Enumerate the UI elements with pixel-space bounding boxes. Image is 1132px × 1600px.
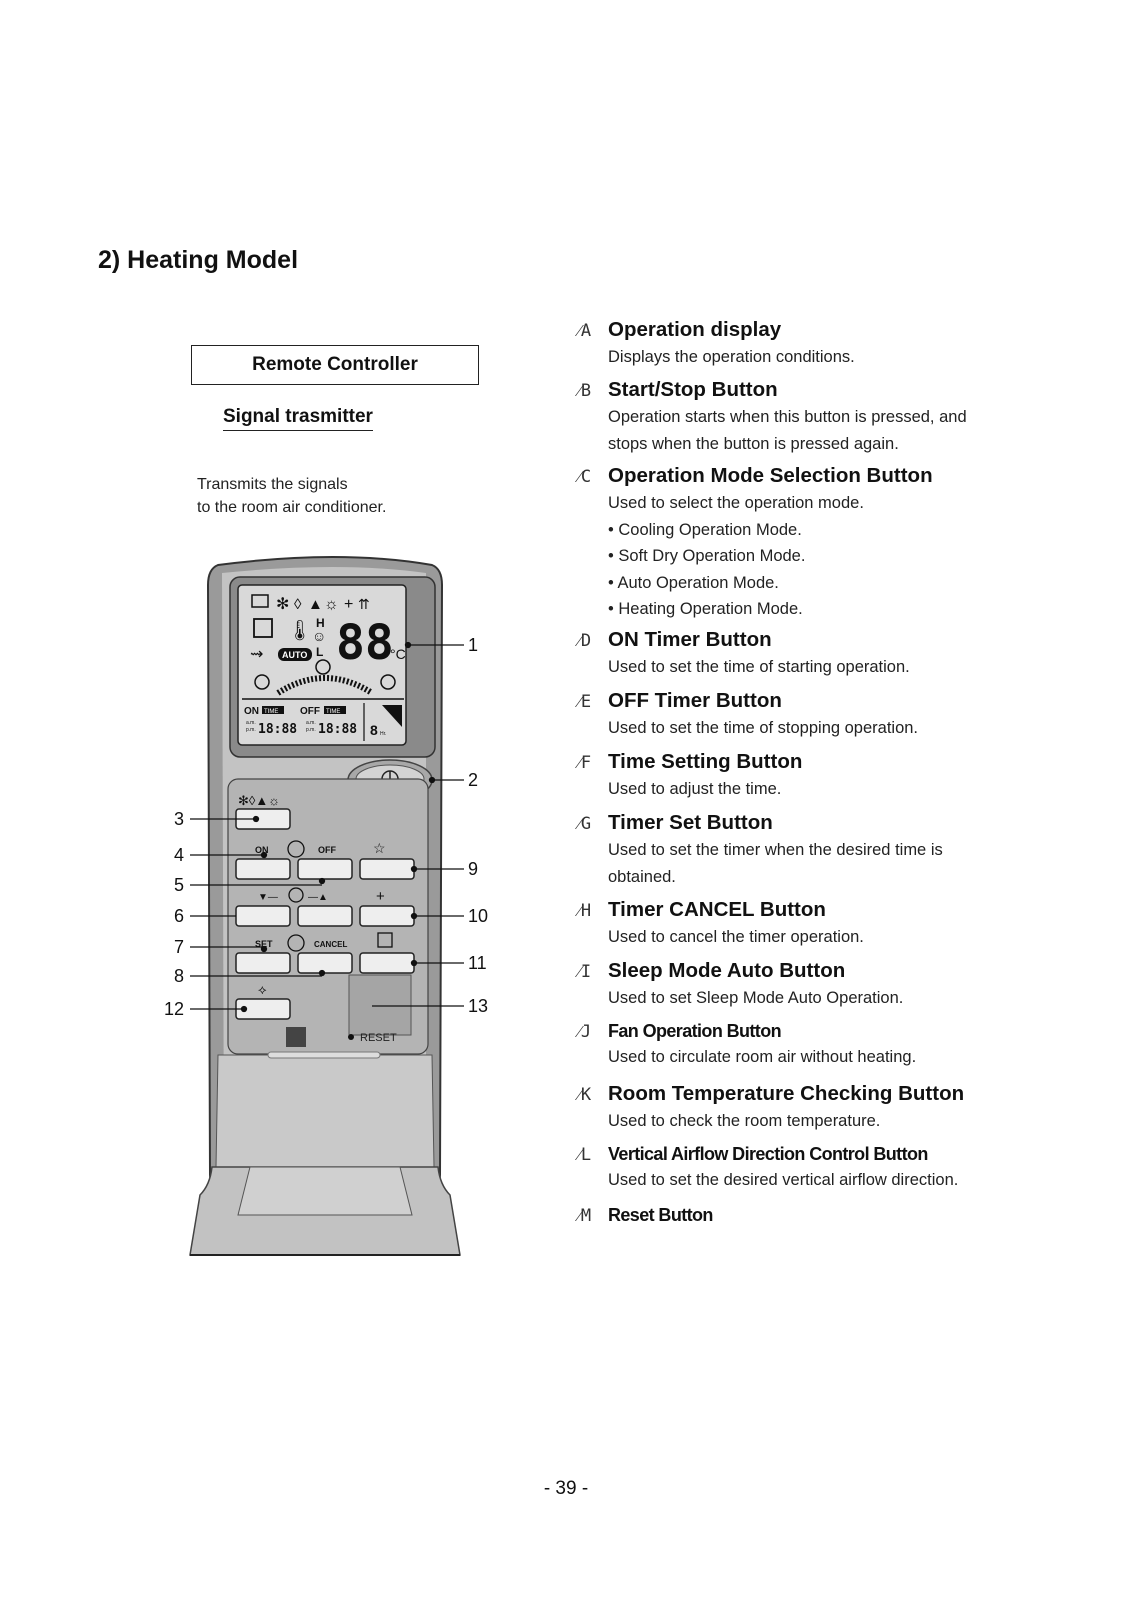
callout-9: 9 [468, 859, 478, 879]
signal-transmitter-description: Transmits the signals to the room air co… [197, 473, 457, 519]
section-title: 2) Heating Model [98, 246, 299, 274]
svg-text:▼—: ▼— [258, 892, 278, 903]
callout-3: 3 [174, 809, 184, 829]
off-am: a.m. [306, 720, 316, 726]
off-time-badge: TIME [326, 709, 340, 715]
hours-value: 8 [370, 722, 378, 738]
svg-text:🌡: 🌡 [287, 620, 312, 642]
remote-controller-label: Remote Controller [191, 345, 479, 385]
callout-7: 7 [174, 937, 184, 957]
callout-1: 1 [468, 635, 478, 655]
l-label: L [316, 645, 323, 659]
remote-controller-illustration: ✻ ◊ ▲ ☼ + ⇈ 🌡 H ☺ L 88 °C ⇝ AUTO ON TIME… [164, 556, 488, 1256]
mode-icons-row: ✻ ◊ ▲ ☼ + ⇈ [251, 594, 370, 613]
on-pm: p.m. [246, 727, 256, 733]
off-clock: 18:88 [318, 722, 357, 737]
on-time-badge: TIME [264, 709, 278, 715]
callout-11: 11 [468, 953, 487, 973]
svg-text:—▲: —▲ [308, 892, 328, 903]
svg-text:⟡: ⟡ [258, 982, 267, 997]
auto-badge: AUTO [282, 650, 307, 660]
callout-6: 6 [174, 906, 184, 926]
callout-5: 5 [174, 875, 184, 895]
reset-label: RESET [360, 1032, 397, 1044]
callout-13: 13 [468, 996, 488, 1016]
callout-4: 4 [174, 845, 184, 865]
off-label: OFF [300, 706, 320, 717]
svg-text:+: + [344, 596, 353, 613]
svg-text:☺: ☺ [312, 628, 326, 644]
row-cancel-label: CANCEL [314, 940, 347, 949]
h-label: H [316, 616, 325, 630]
signal-desc-line-2: to the room air conditioner. [197, 499, 387, 516]
off-pm: p.m. [306, 727, 316, 733]
svg-text:☼: ☼ [324, 596, 339, 613]
svg-text:▲: ▲ [308, 596, 323, 613]
row-off-label: OFF [318, 845, 336, 855]
display-unit: °C [390, 646, 406, 662]
page-number: - 39 - [543, 1478, 589, 1499]
svg-text:◊: ◊ [294, 596, 302, 613]
row-set-label: SET [255, 939, 273, 949]
on-am: a.m. [246, 720, 256, 726]
signal-transmitter-title: Signal trasmitter [223, 406, 373, 431]
svg-text:✻◊▲☼: ✻◊▲☼ [238, 793, 280, 808]
svg-text:+: + [376, 888, 385, 905]
svg-text:☆: ☆ [373, 840, 386, 856]
callout-10: 10 [468, 906, 488, 926]
callout-12: 12 [164, 999, 184, 1019]
on-label: ON [244, 706, 259, 717]
svg-text:✻: ✻ [276, 596, 289, 613]
row-on-label: ON [255, 845, 269, 855]
callout-8: 8 [174, 966, 184, 986]
on-clock: 18:88 [258, 722, 297, 737]
display-temperature: 88 [336, 615, 394, 671]
signal-desc-line-1: Transmits the signals [197, 476, 348, 493]
svg-text:⇈: ⇈ [358, 596, 370, 612]
svg-text:⇝: ⇝ [250, 646, 263, 663]
hours-unit: Hr. [380, 731, 386, 737]
callout-2: 2 [468, 770, 478, 790]
